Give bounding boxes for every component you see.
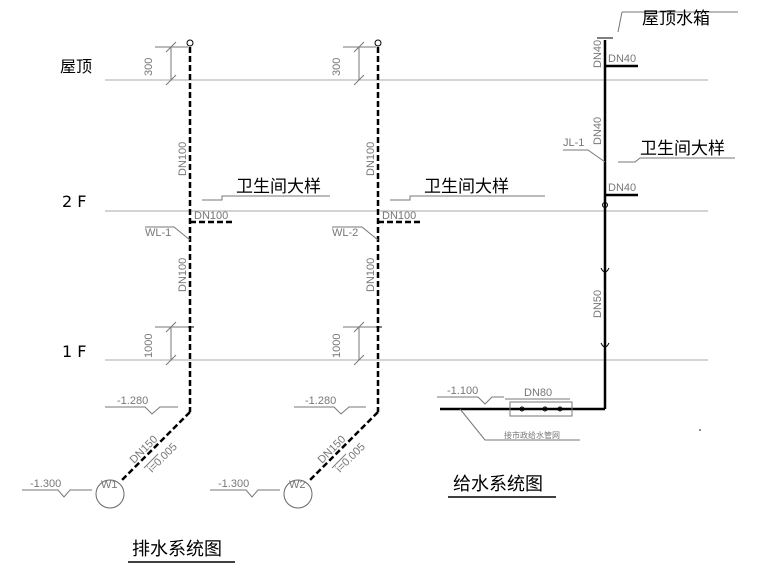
wl1-dim-bottom: 1000 bbox=[143, 334, 155, 358]
wl2-riser-id: WL-2 bbox=[332, 227, 358, 239]
wl1-elev-bend: -1.280 bbox=[117, 395, 148, 407]
supply-top-dn: DN40 bbox=[592, 40, 604, 68]
tank-branch-dn: DN40 bbox=[608, 53, 636, 65]
wl2-elev-well: -1.300 bbox=[218, 478, 249, 490]
main-elev: -1.100 bbox=[447, 385, 478, 397]
connect-note: 接市政给水管网 bbox=[504, 430, 560, 440]
wl1-riser-id: WL-1 bbox=[145, 227, 171, 239]
supply-title: 给水系统图 bbox=[453, 474, 543, 495]
level-label-1f: 1 F bbox=[62, 342, 86, 361]
water-meter-box bbox=[509, 401, 573, 417]
wl2-pipe-lower-dn: DN100 bbox=[365, 258, 377, 292]
main-dn: DN80 bbox=[524, 387, 552, 399]
vent-cap-icon bbox=[374, 39, 382, 47]
tank-label: 屋顶水箱 bbox=[642, 9, 710, 29]
supply-riser-id: JL-1 bbox=[563, 137, 584, 149]
riser-upper-dn: DN40 bbox=[592, 117, 604, 145]
level-label-2f: 2 F bbox=[62, 192, 86, 211]
wl2-elev-bend: -1.280 bbox=[305, 395, 336, 407]
wl1-detail-label: 卫生间大样 bbox=[236, 177, 321, 197]
wl1-pipe-lower-dn: DN100 bbox=[177, 258, 189, 292]
wl2-detail-label: 卫生间大样 bbox=[424, 177, 509, 197]
wl2-pipe-upper-dn: DN100 bbox=[365, 142, 377, 176]
valve-icon bbox=[602, 202, 608, 208]
wl1-pipe-upper-dn: DN100 bbox=[177, 142, 189, 176]
wl2-branch-dn: DN100 bbox=[382, 210, 416, 222]
w2-well-icon bbox=[283, 479, 313, 509]
w1-well-label: W1 bbox=[101, 479, 118, 491]
drainage-title: 排水系统图 bbox=[132, 539, 222, 560]
riser-lower-dn: DN50 bbox=[592, 290, 604, 318]
wl1-outlet-pipe bbox=[121, 411, 191, 481]
w1-well-icon bbox=[95, 479, 125, 509]
vent-cap-icon bbox=[186, 39, 194, 47]
wl1-dim-top: 300 bbox=[143, 58, 155, 76]
floor-branch-dn: DN40 bbox=[608, 182, 636, 194]
level-label-roof: 屋顶 bbox=[60, 57, 92, 76]
w2-well-label: W2 bbox=[289, 479, 306, 491]
wl2-dim-top: 300 bbox=[331, 58, 343, 76]
wl2-outlet-pipe bbox=[309, 411, 379, 481]
wl1-elev-well: -1.300 bbox=[30, 478, 61, 490]
wl1-branch-dn: DN100 bbox=[194, 210, 228, 222]
wl2-dim-bottom: 1000 bbox=[331, 334, 343, 358]
supply-detail-label: 卫生间大样 bbox=[640, 139, 725, 159]
